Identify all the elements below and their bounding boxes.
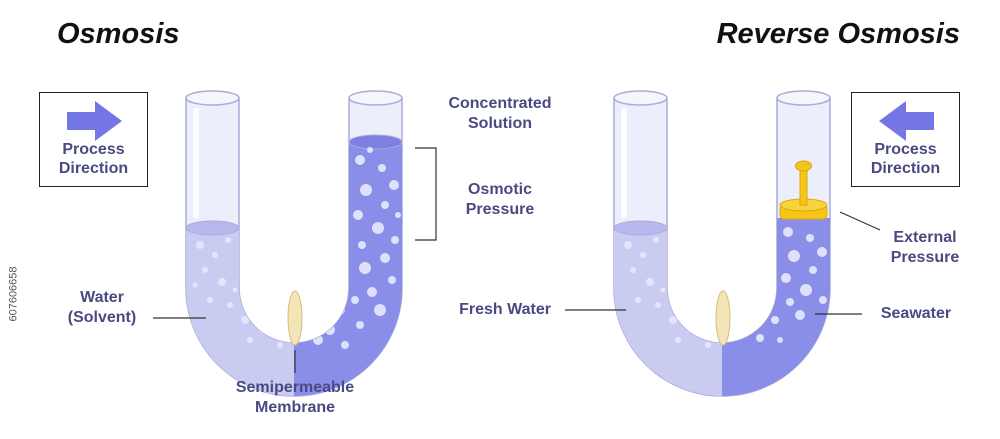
process-direction-label-reverse: Process Direction bbox=[870, 141, 941, 177]
membrane-osmosis bbox=[287, 290, 303, 346]
u-tube-reverse-osmosis bbox=[613, 90, 831, 397]
membrane-reverse bbox=[715, 290, 731, 346]
osmotic-pressure-label: Osmotic Pressure bbox=[465, 181, 535, 218]
piston-icon bbox=[779, 160, 828, 220]
seawater-label: Seawater bbox=[880, 305, 952, 322]
water-solvent-label: Water (Solvent) bbox=[67, 289, 137, 326]
concentrated-solution-label: Concentrated Solution bbox=[448, 95, 552, 132]
osmosis-title: Osmosis bbox=[57, 18, 180, 50]
reverse-osmosis-title: Reverse Osmosis bbox=[716, 18, 960, 50]
process-direction-box-osmosis: Process Direction bbox=[39, 92, 148, 187]
arrow-left-icon bbox=[879, 101, 934, 141]
fresh-water-label: Fresh Water bbox=[459, 301, 551, 318]
osmotic-pressure-bracket bbox=[415, 147, 437, 241]
stock-id-watermark: 607606658 bbox=[7, 266, 20, 322]
process-direction-label-osmosis: Process Direction bbox=[58, 141, 129, 177]
external-pressure-label: External Pressure bbox=[890, 229, 960, 266]
arrow-right-icon bbox=[67, 101, 122, 141]
process-direction-box-reverse: Process Direction bbox=[851, 92, 960, 187]
fresh-water-reverse bbox=[614, 228, 722, 396]
semipermeable-membrane-label: Semipermeable Membrane bbox=[235, 379, 355, 416]
